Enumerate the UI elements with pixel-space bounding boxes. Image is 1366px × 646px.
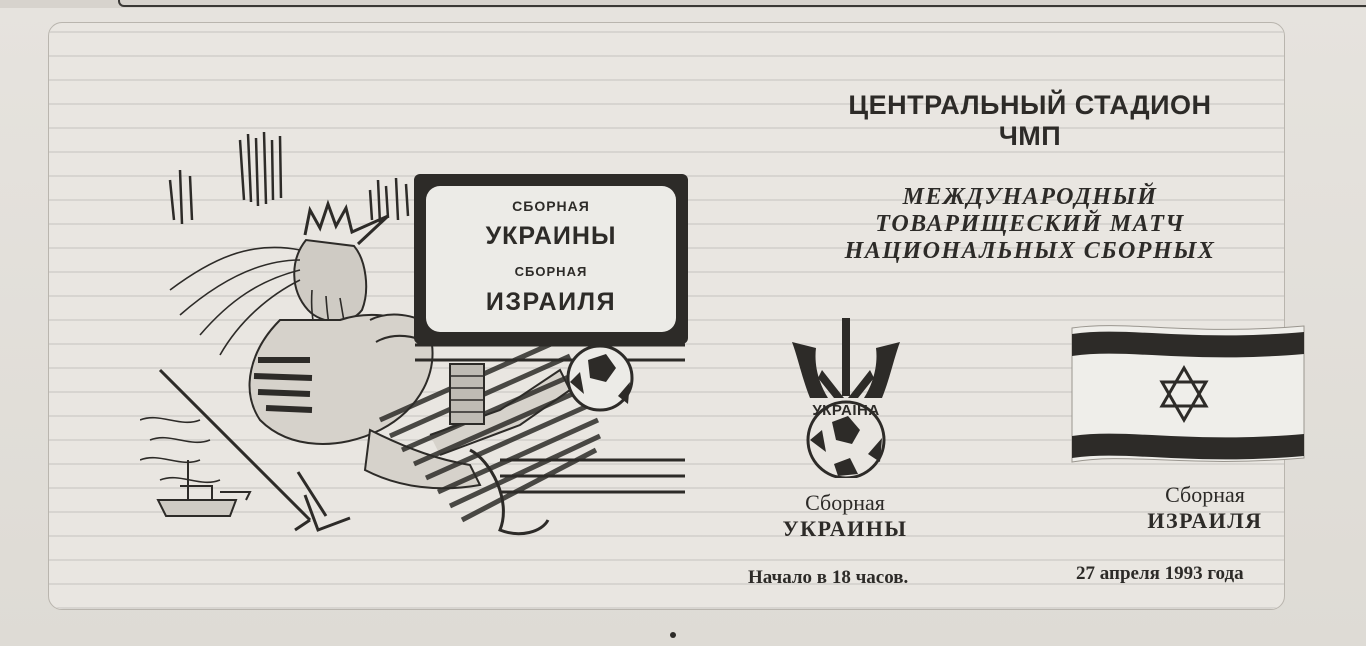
stadium-line-1: ЦЕНТРАЛЬНЫЙ СТАДИОН [848, 90, 1212, 120]
ukraine-emblem-text: УКРАЇНА [812, 402, 880, 419]
israel-team-label: Сборная ИЗРАИЛЯ [1120, 482, 1290, 534]
scoreboard-line-1: СБОРНАЯ [512, 198, 590, 214]
match-heading: МЕЖДУНАРОДНЫЙ ТОВАРИЩЕСКИЙ МАТЧ НАЦИОНАЛ… [790, 184, 1270, 265]
ukraine-label-line-1: Сборная [805, 490, 885, 515]
israel-label-line-2: ИЗРАИЛЯ [1147, 508, 1263, 533]
poseidon-illustration [140, 131, 688, 536]
match-line-3: НАЦИОНАЛЬНЫХ СБОРНЫХ [844, 238, 1216, 264]
scoreboard-line-3: СБОРНАЯ [514, 264, 588, 279]
stadium-heading: ЦЕНТРАЛЬНЫЙ СТАДИОН ЧМП [800, 90, 1260, 152]
scoreboard-line-4: ИЗРАИЛЯ [485, 288, 617, 316]
football-icon [566, 344, 634, 412]
israel-label-line-1: Сборная [1165, 482, 1245, 507]
top-paper-strip [0, 0, 1366, 8]
star-of-david-icon [1159, 365, 1209, 423]
match-line-2: ТОВАРИЩЕСКИЙ МАТЧ [875, 211, 1185, 237]
match-date: 27 апреля 1993 года [1076, 563, 1244, 584]
ukraine-trident-emblem-icon [792, 318, 900, 478]
ukraine-label-line-2: УКРАИНЫ [782, 516, 908, 541]
match-line-1: МЕЖДУНАРОДНЫЙ [902, 184, 1158, 210]
ink-speck [670, 632, 676, 638]
scoreboard-line-2: УКРАИНЫ [485, 222, 617, 250]
adjacent-ticket-edge [118, 0, 1366, 7]
ukraine-team-label: Сборная УКРАИНЫ [760, 490, 930, 542]
israel-flag-icon [1071, 325, 1305, 463]
stadium-line-2: ЧМП [998, 121, 1062, 151]
start-time: Начало в 18 часов. [748, 567, 909, 588]
